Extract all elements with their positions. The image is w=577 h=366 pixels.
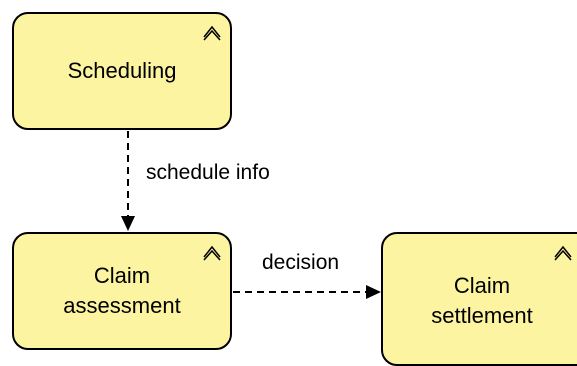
edge-decision xyxy=(233,285,381,299)
edge-schedule-info xyxy=(121,131,135,231)
node-claim-assessment[interactable]: Claim assessment xyxy=(12,232,232,350)
node-scheduling-label: Scheduling xyxy=(67,58,177,83)
arrowhead-right-icon xyxy=(366,285,381,299)
node-claim-settlement[interactable]: Claim settlement xyxy=(381,232,577,366)
node-claim-settlement-label: Claim settlement xyxy=(431,273,533,328)
process-chevron-icon xyxy=(203,25,221,41)
process-chevron-icon xyxy=(554,245,572,261)
arrowhead-down-icon xyxy=(121,216,135,231)
node-claim-assessment-label: Claim assessment xyxy=(63,263,181,318)
process-chevron-icon xyxy=(203,245,221,261)
edge-label-schedule-info: schedule info xyxy=(146,161,270,184)
edge-label-decision: decision xyxy=(262,251,340,274)
node-scheduling[interactable]: Scheduling xyxy=(12,12,232,130)
